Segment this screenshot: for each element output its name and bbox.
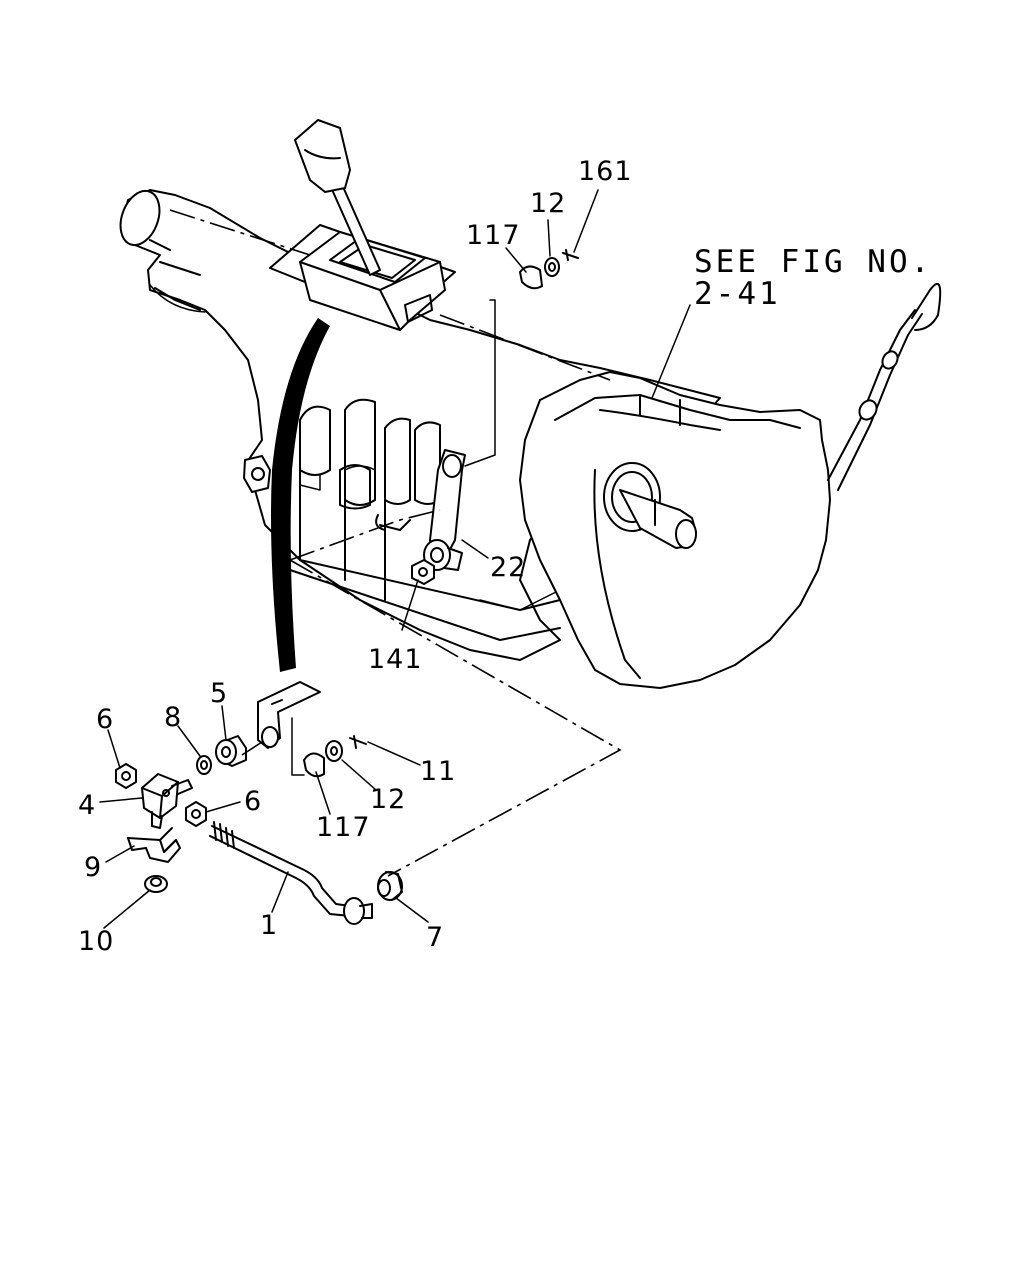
leader-lines bbox=[99, 189, 691, 929]
leader-4 bbox=[99, 797, 143, 803]
callout-5: 5 bbox=[210, 678, 228, 709]
callout-11: 11 bbox=[420, 756, 456, 787]
leader-11 bbox=[367, 741, 421, 766]
reference-line-1: SEE FIG NO. bbox=[694, 244, 932, 280]
callout-12-lower: 12 bbox=[370, 784, 406, 815]
leader-9 bbox=[105, 845, 135, 863]
leader-7 bbox=[395, 897, 429, 923]
select-lever-assembly bbox=[375, 449, 466, 585]
transmission-assembly bbox=[119, 189, 721, 661]
part-callouts: 161 12 117 22 141 5 8 6 4 6 11 12 117 9 … bbox=[78, 156, 633, 957]
callout-9: 9 bbox=[84, 852, 102, 883]
centerlines bbox=[169, 209, 622, 877]
callout-10: 10 bbox=[78, 926, 114, 957]
leader-22 bbox=[461, 539, 489, 559]
callout-6-upper: 6 bbox=[96, 704, 114, 735]
leader-5 bbox=[221, 705, 227, 741]
leader-6-lower bbox=[205, 801, 241, 813]
callout-141: 141 bbox=[368, 644, 423, 675]
callout-12-upper: 12 bbox=[530, 188, 566, 219]
upper-small-parts bbox=[519, 249, 579, 290]
callout-6-lower: 6 bbox=[244, 786, 262, 817]
leader-161 bbox=[573, 189, 599, 253]
callout-22: 22 bbox=[490, 552, 526, 583]
callout-117-lower: 117 bbox=[316, 812, 371, 843]
leader-117-lower bbox=[315, 771, 331, 815]
reference-line-2: 2-41 bbox=[694, 276, 781, 312]
callout-7: 7 bbox=[426, 922, 444, 953]
callout-4: 4 bbox=[78, 790, 96, 821]
bell-housing bbox=[519, 371, 831, 689]
washer-12-upper bbox=[544, 257, 560, 277]
callout-117-upper: 117 bbox=[466, 220, 521, 251]
gearshift-assembly bbox=[269, 119, 456, 331]
callout-1: 1 bbox=[260, 910, 278, 941]
leader-1 bbox=[271, 871, 289, 913]
leader-117-upper bbox=[505, 247, 527, 273]
leader-141 bbox=[401, 579, 419, 631]
leader-6-upper bbox=[107, 729, 121, 769]
detail-indicator-arc bbox=[271, 318, 330, 672]
leader-10 bbox=[103, 889, 151, 929]
reference-note: SEE FIG NO. 2-41 bbox=[694, 244, 932, 312]
leader-see-fig bbox=[651, 304, 691, 399]
leader-12-upper bbox=[547, 219, 551, 257]
pin-161 bbox=[562, 249, 579, 261]
dipstick-cable bbox=[827, 283, 942, 491]
lower-linkage bbox=[115, 681, 403, 925]
callout-8: 8 bbox=[164, 702, 182, 733]
callout-161: 161 bbox=[578, 156, 633, 187]
leader-8 bbox=[177, 725, 201, 757]
leader-12-lower bbox=[341, 759, 377, 791]
